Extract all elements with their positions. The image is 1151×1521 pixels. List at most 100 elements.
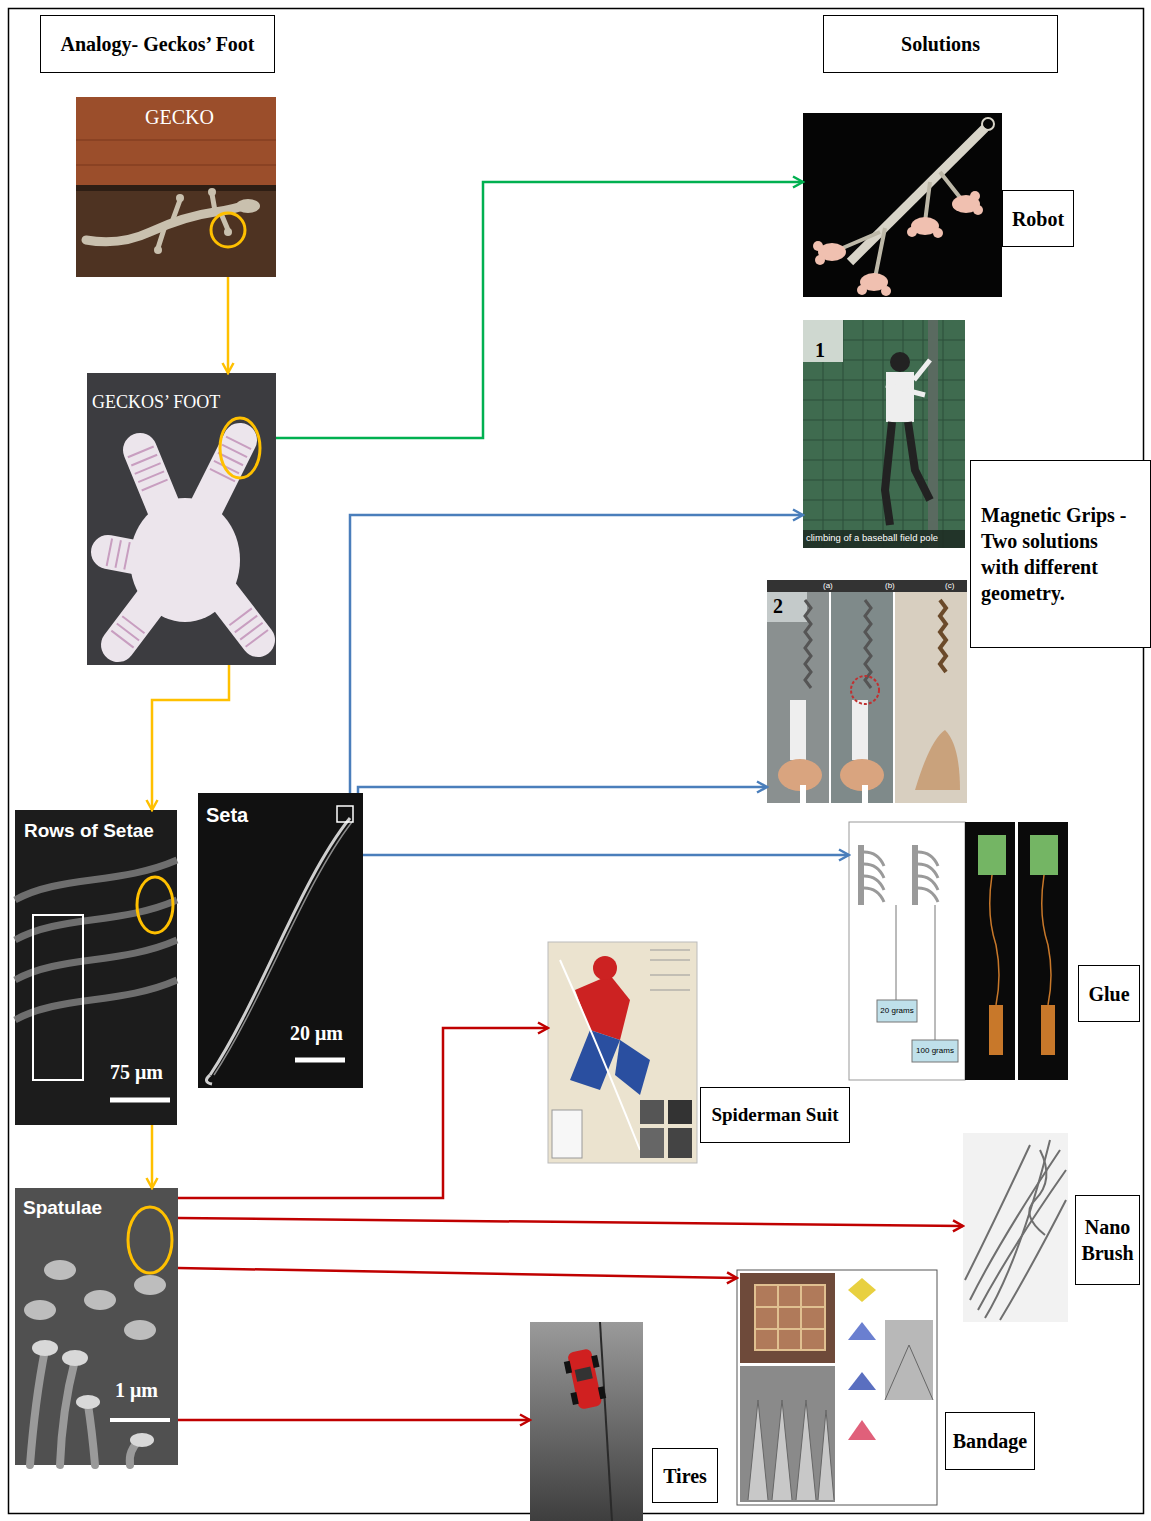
spatulae-micrograph-part bbox=[62, 1350, 88, 1366]
fence-climbing-photo-part bbox=[886, 372, 914, 422]
gecko-photo-part bbox=[208, 188, 216, 196]
gecko-photo-part bbox=[158, 194, 228, 248]
nano-brush-micrograph-part-part bbox=[970, 1150, 1060, 1300]
fence-climbing-photo bbox=[803, 320, 965, 548]
setae-rows-micrograph-part-part bbox=[15, 860, 177, 900]
tire-car-photo-part bbox=[600, 1322, 612, 1521]
gecko-foot-photo-part-part bbox=[108, 552, 128, 556]
glue-figure-part bbox=[912, 1040, 958, 1062]
spatulae-micrograph-part bbox=[84, 1290, 116, 1310]
robot-photo-part-part bbox=[815, 255, 825, 265]
setae-rows-micrograph-part bbox=[15, 860, 177, 1020]
fence-climbing-photo-part bbox=[803, 320, 965, 548]
solution-panel: Nano Brush bbox=[963, 1133, 1140, 1322]
gecko-photo-part bbox=[176, 194, 184, 202]
seta-micrograph-part bbox=[337, 806, 353, 822]
spatulae-micrograph-part bbox=[110, 1418, 170, 1422]
magnetic-grip-photos-part bbox=[767, 592, 807, 622]
fence-climbing-photo-part bbox=[885, 422, 930, 525]
robot-photo-part-part bbox=[881, 286, 891, 296]
gecko-photo-part bbox=[76, 97, 276, 185]
solution-panel: Robot bbox=[803, 113, 1074, 297]
glue-figure-part bbox=[989, 1005, 1003, 1055]
micrograph-panel: Rows of Setae75 μm bbox=[15, 810, 177, 1125]
glue-figure-part bbox=[1041, 1005, 1055, 1055]
spiderman-figure-part bbox=[548, 942, 697, 1163]
seta-micrograph-part bbox=[295, 1058, 345, 1063]
highlight-ring-part bbox=[128, 1207, 172, 1273]
photo-panel: GECKOS’ FOOT bbox=[87, 373, 276, 665]
spiderman-figure-part bbox=[593, 956, 617, 980]
magnetic-grip-photos-part bbox=[895, 580, 967, 803]
magnetic-grip-photos-part bbox=[767, 580, 829, 803]
glue-figure-part bbox=[849, 822, 965, 1080]
magnetic-grip-photos-part bbox=[767, 580, 967, 592]
highlight-ring bbox=[128, 213, 260, 1273]
magnetic-grip-photos-part bbox=[915, 730, 960, 790]
fence-climbing-photo-part bbox=[803, 320, 965, 548]
setae-rows-micrograph-part bbox=[33, 915, 83, 1080]
connector-arrow bbox=[151, 1125, 154, 1188]
glue-figure bbox=[849, 822, 1068, 1080]
connector-arrow bbox=[178, 1268, 737, 1278]
magnetic-grip-photos-part bbox=[790, 700, 806, 760]
fence-climbing-photo-part bbox=[890, 352, 910, 372]
glue-figure-part bbox=[912, 845, 918, 905]
micrograph-title: Spatulae bbox=[23, 1197, 102, 1220]
bandage-figure-part bbox=[740, 1366, 835, 1502]
gecko-foot-photo-part bbox=[108, 440, 258, 645]
bandage-figure-part bbox=[848, 1372, 876, 1390]
spatulae-micrograph-part bbox=[44, 1260, 76, 1280]
solution-panel: 20 grams100 gramsGlue bbox=[849, 822, 1140, 1080]
solution-label: Robot bbox=[1002, 190, 1074, 247]
nano-brush-micrograph-part bbox=[965, 1140, 1066, 1320]
fence-climbing-photo-part bbox=[928, 320, 938, 548]
seta-micrograph bbox=[198, 793, 363, 1088]
nano-brush-micrograph-part-part bbox=[978, 1170, 1066, 1310]
spatulae-micrograph-part bbox=[76, 1395, 100, 1409]
connector-arrow bbox=[178, 1419, 530, 1422]
sub-panel-label: (c) bbox=[945, 581, 954, 591]
gecko-foot-photo-part-part bbox=[118, 624, 134, 645]
robot-photo-part-part bbox=[857, 285, 867, 295]
gecko-foot-photo-part bbox=[87, 373, 276, 665]
tire-car-photo-part bbox=[562, 1347, 607, 1411]
solution-label: Spiderman Suit bbox=[700, 1087, 850, 1143]
spatulae-micrograph-part-part bbox=[88, 1405, 95, 1465]
solution-label: Tires bbox=[652, 1448, 718, 1503]
glue-figure-part bbox=[864, 852, 884, 902]
solution-panel: Bandage bbox=[737, 1270, 1035, 1505]
robot-photo-part bbox=[803, 113, 1002, 297]
spiderman-figure-part bbox=[615, 1040, 650, 1095]
nano-brush-micrograph bbox=[963, 1133, 1068, 1322]
box-text: Solutions bbox=[901, 31, 980, 57]
scale-label: 75 μm bbox=[110, 1060, 163, 1084]
scale-label: 1 μm bbox=[115, 1378, 158, 1402]
highlight-ring-part bbox=[211, 213, 245, 247]
tire-car-photo-part-part bbox=[591, 1355, 599, 1368]
robot-photo-part-part bbox=[970, 191, 980, 201]
weight-label: 20 grams bbox=[877, 1000, 917, 1022]
robot-photo-part-part bbox=[933, 228, 943, 238]
gecko-foot-photo-part-part bbox=[140, 450, 155, 486]
glue-figure-part bbox=[918, 852, 938, 902]
gecko-photo-part bbox=[224, 228, 232, 236]
robot-photo bbox=[803, 113, 1002, 297]
robot-photo-part-part bbox=[907, 227, 917, 237]
solution-panel: Tires bbox=[530, 1322, 718, 1521]
glue-figure-part bbox=[978, 835, 1006, 875]
box-text: Magnetic Grips - Two solutions with diff… bbox=[981, 502, 1140, 606]
spiderman-figure-part bbox=[668, 1128, 692, 1158]
bandage-figure-part bbox=[848, 1322, 876, 1340]
magnetic-grip-photos-part bbox=[865, 600, 871, 688]
connector-arrow bbox=[276, 182, 803, 438]
page-frame bbox=[9, 9, 1144, 1514]
header-box: Analogy- Geckos’ Foot bbox=[40, 15, 275, 73]
glue-figure-part bbox=[1018, 822, 1068, 1080]
bandage-figure-part bbox=[748, 1400, 834, 1500]
spatulae-micrograph bbox=[15, 1188, 178, 1465]
callout-number: 2 bbox=[773, 594, 783, 618]
